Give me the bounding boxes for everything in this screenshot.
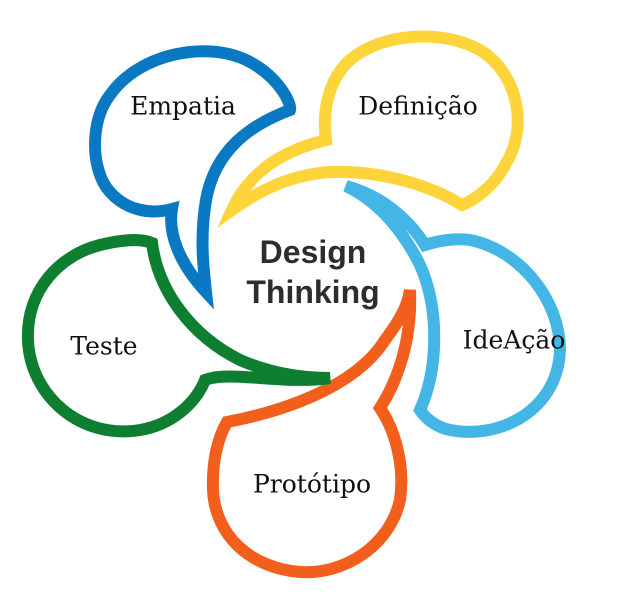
stage-label-teste: Teste bbox=[70, 331, 138, 361]
petal-empatia bbox=[89, 45, 297, 310]
petal-prototipo bbox=[206, 288, 417, 579]
petal-teste bbox=[21, 234, 331, 438]
petal-definicao bbox=[217, 30, 524, 228]
stage-label-ideacao: IdeAção bbox=[462, 325, 566, 355]
petal-ideacao bbox=[343, 180, 567, 438]
stage-label-definicao: Definição bbox=[358, 91, 478, 121]
title-line-1: Design bbox=[259, 234, 367, 270]
diagram-title: Design Thinking bbox=[246, 232, 379, 312]
stage-label-prototipo: Protótipo bbox=[252, 469, 372, 499]
stage-label-empatia: Empatia bbox=[130, 91, 236, 121]
title-line-2: Thinking bbox=[246, 274, 380, 310]
